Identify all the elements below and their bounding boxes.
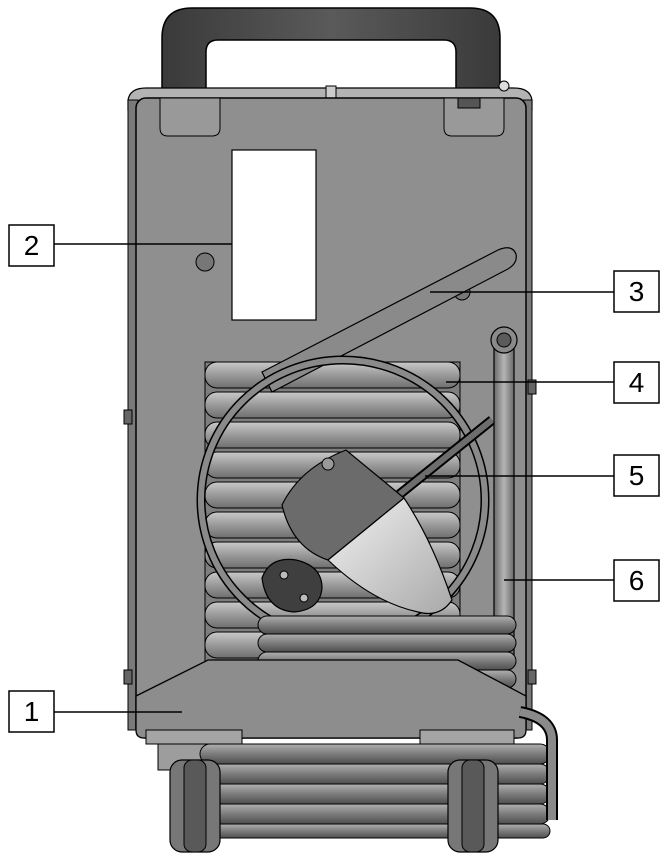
callout-1: 1: [8, 690, 55, 733]
callout-6: 6: [613, 559, 660, 602]
callout-4: 4: [613, 361, 660, 404]
base-plate: [135, 659, 527, 739]
left-wheel-icon: [169, 759, 221, 853]
callout-number: 2: [24, 230, 40, 261]
callout-number: 4: [629, 367, 645, 398]
right-wheel-icon: [447, 759, 499, 853]
carry-handle-icon: [161, 7, 501, 93]
callout-number: 3: [629, 276, 645, 307]
callout-3: 3: [613, 270, 660, 313]
panel-knob-left: [195, 252, 215, 272]
left-latch: [159, 97, 221, 137]
callout-2: 2: [8, 224, 55, 267]
right-latch-tab: [457, 97, 481, 109]
callout-number: 6: [629, 565, 645, 596]
cable-hook-bar: [261, 247, 517, 393]
callout-5: 5: [613, 454, 660, 497]
callout-number: 5: [629, 460, 645, 491]
leader-lines: [54, 243, 614, 713]
side-screws: [123, 379, 537, 685]
rating-plate: [231, 149, 317, 321]
mains-plug-icon: [261, 449, 453, 615]
callout-number: 1: [24, 696, 40, 727]
hose-bracket: [490, 326, 518, 659]
